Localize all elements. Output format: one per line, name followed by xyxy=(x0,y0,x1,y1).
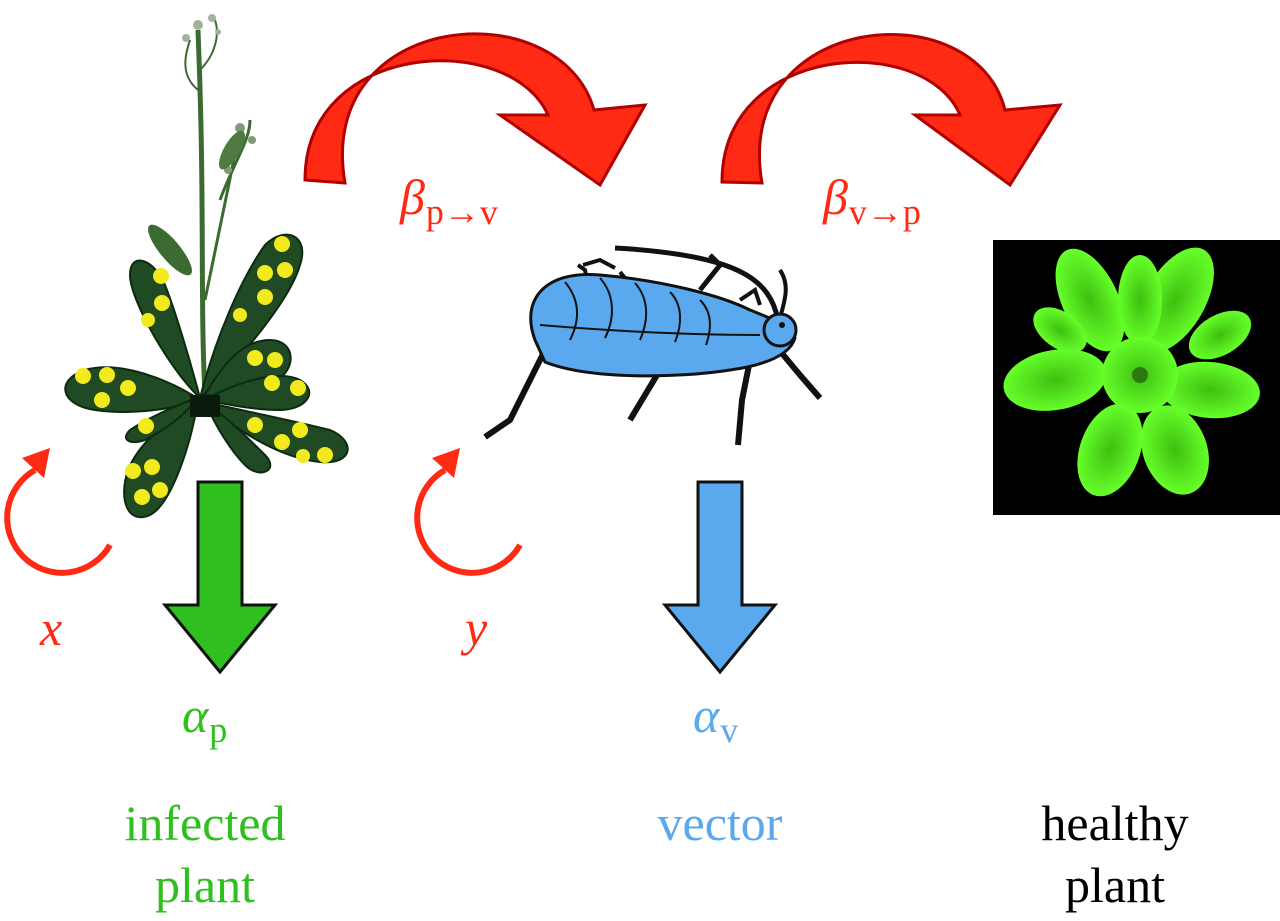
mortality-arrow-vector xyxy=(661,480,779,675)
loop-arrow-x xyxy=(4,448,113,576)
caption-line: infected xyxy=(124,795,286,851)
infected-plant-caption: infected plant xyxy=(95,792,315,916)
alpha-subscript: p xyxy=(209,710,228,751)
y-symbol: y xyxy=(465,600,488,656)
vector-caption: vector xyxy=(625,792,815,854)
x-growth-label: x xyxy=(40,603,62,653)
arrow-vector-to-plant xyxy=(720,32,1063,188)
caption-line: vector xyxy=(657,795,783,851)
beta-plant-to-vector-label: βp→v xyxy=(400,169,498,230)
healthy-plant-icon xyxy=(993,240,1280,515)
mortality-arrow-infected xyxy=(161,480,279,675)
alpha-symbol: α xyxy=(693,687,720,743)
beta-subscript: p→v xyxy=(425,192,498,233)
healthy-plant-caption: healthy plant xyxy=(1010,792,1220,916)
loop-arrow-y xyxy=(414,448,523,576)
beta-vector-to-plant-label: βv→p xyxy=(823,169,921,230)
beta-subscript: v→p xyxy=(848,192,921,233)
arrow-plant-to-vector xyxy=(303,32,648,188)
lesion-spots xyxy=(75,236,333,505)
y-growth-label: y xyxy=(465,603,487,653)
caption-line: plant xyxy=(1065,857,1165,913)
alpha-p-label: αp xyxy=(182,687,227,748)
caption-line: plant xyxy=(155,857,255,913)
alpha-subscript: v xyxy=(720,710,739,751)
alpha-symbol: α xyxy=(182,687,209,743)
alpha-v-label: αv xyxy=(693,687,738,748)
caption-line: healthy xyxy=(1041,795,1189,851)
beta-symbol: β xyxy=(400,169,425,225)
x-symbol: x xyxy=(40,600,63,656)
infected-plant-icon xyxy=(64,14,349,519)
aphid-vector-icon xyxy=(483,245,823,446)
beta-symbol: β xyxy=(823,169,848,225)
